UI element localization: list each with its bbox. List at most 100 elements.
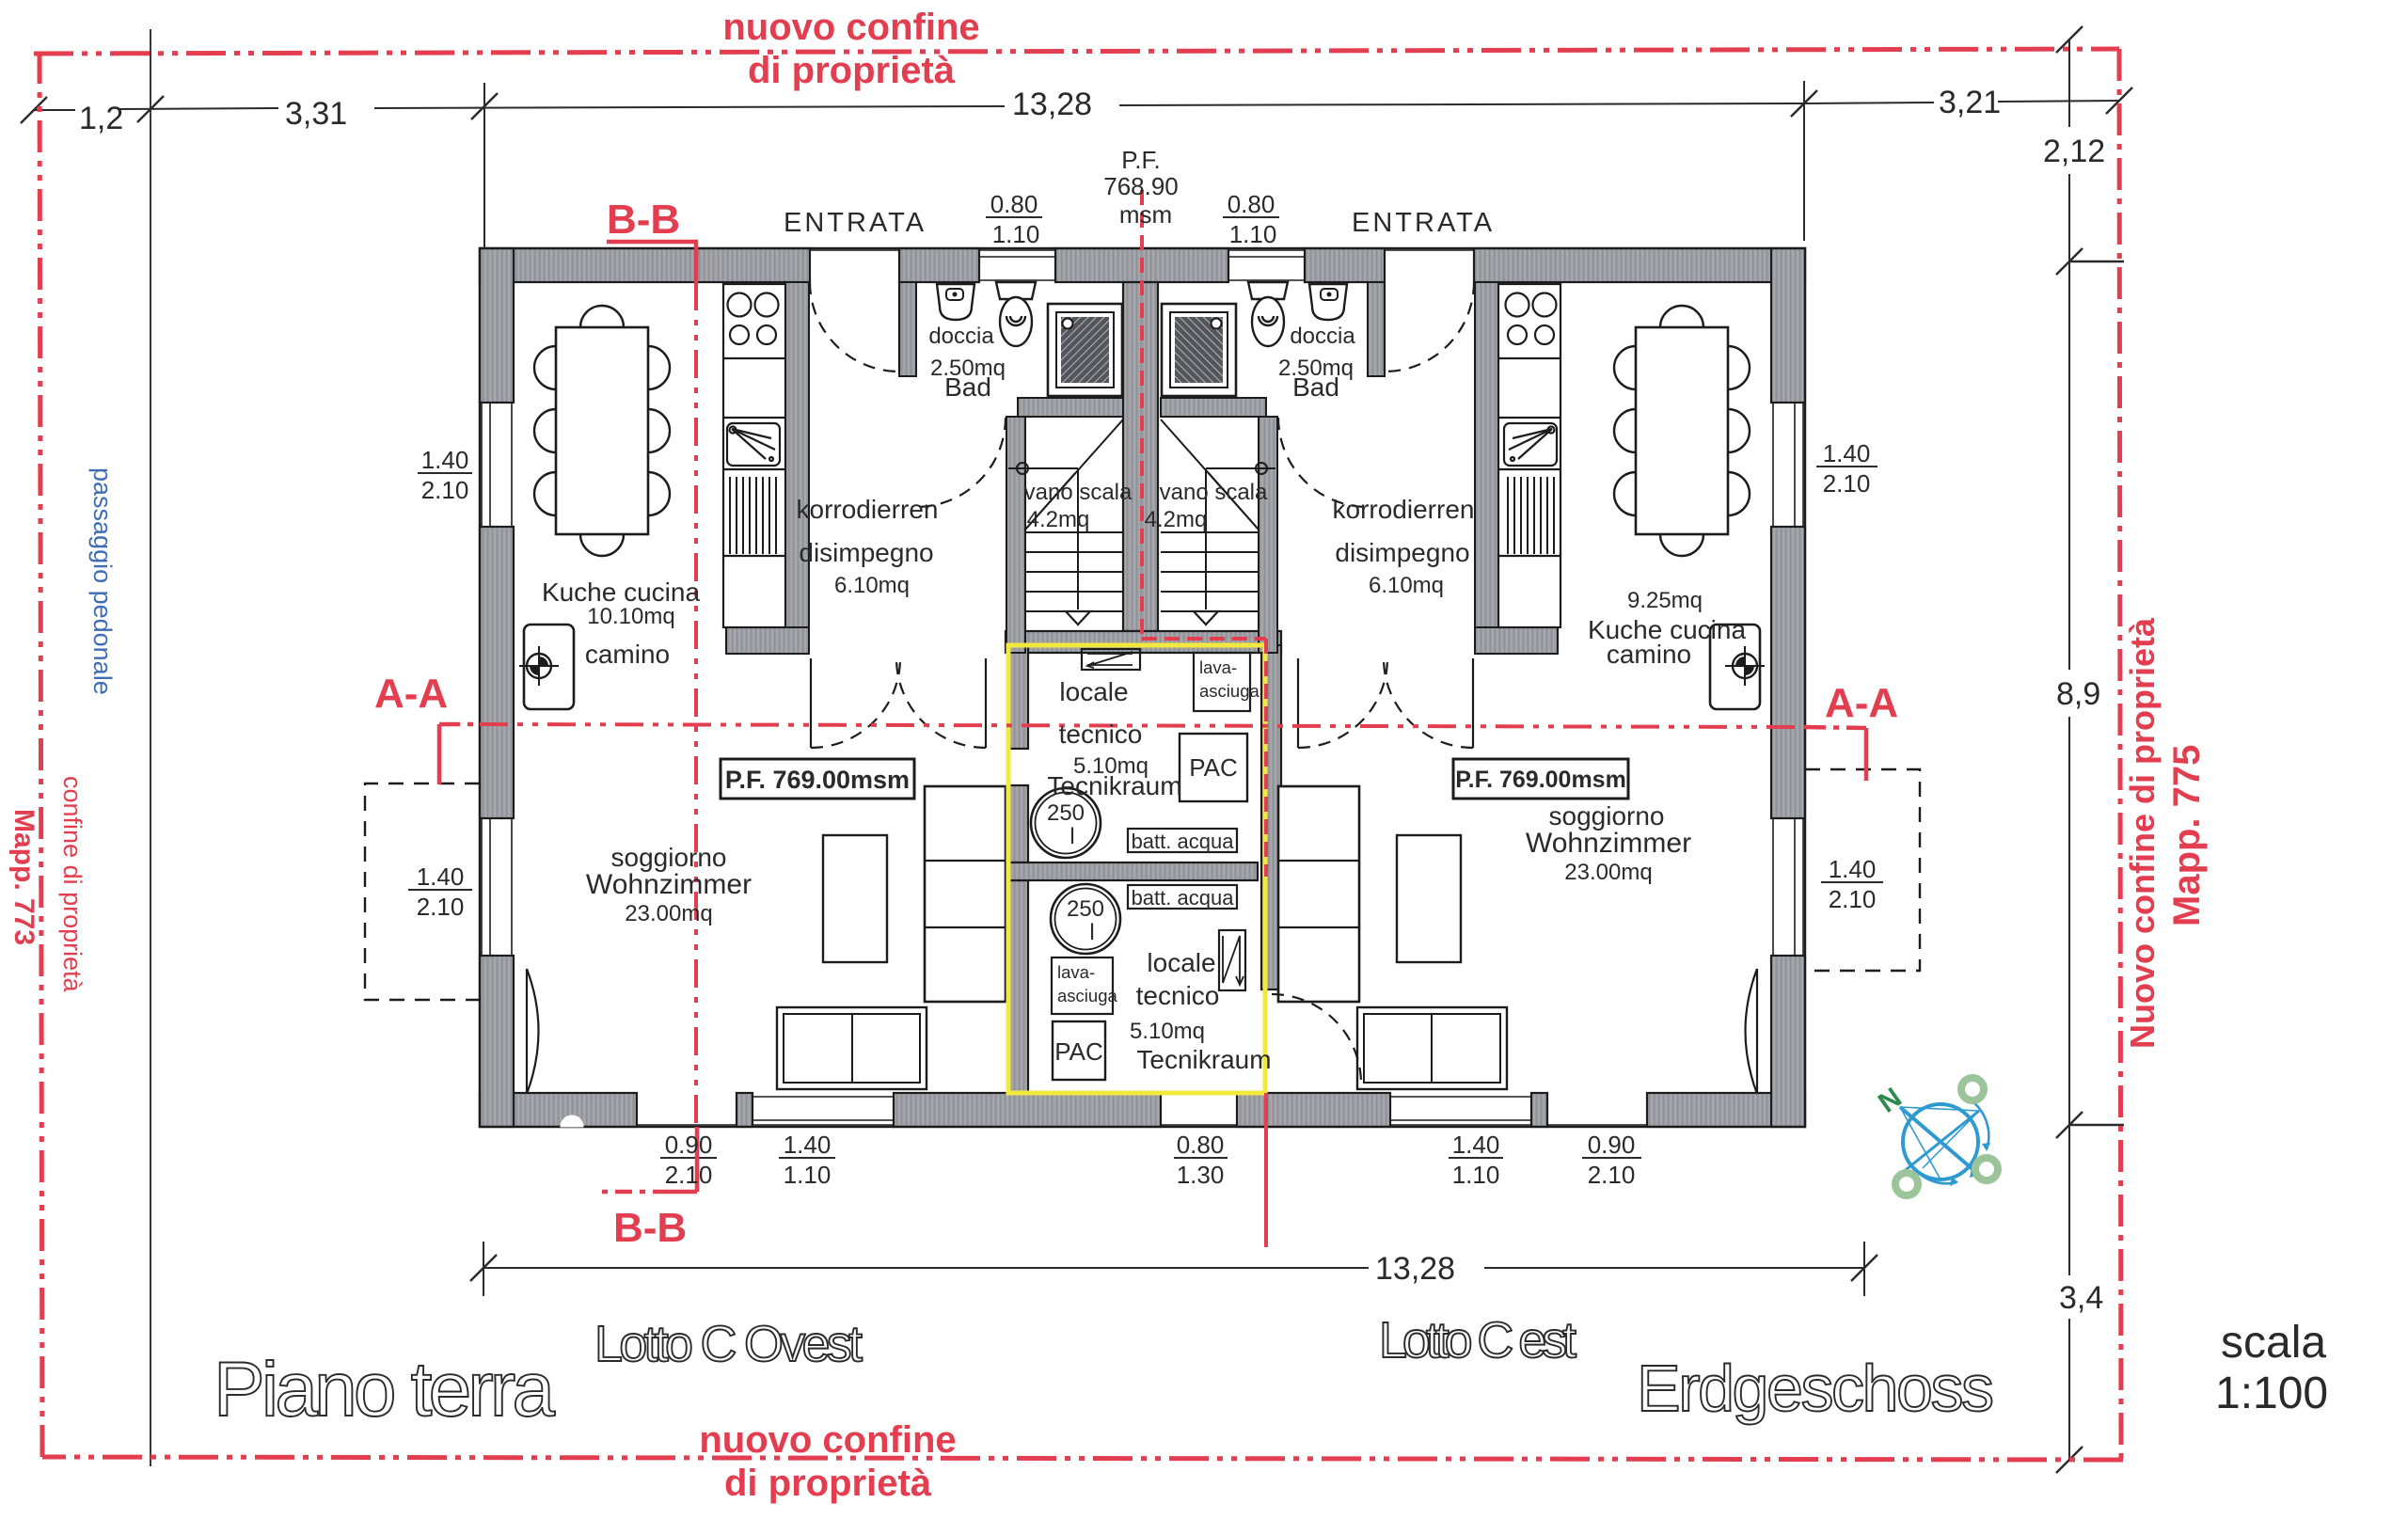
- svg-text:8,9: 8,9: [2056, 676, 2100, 712]
- svg-text:3,4: 3,4: [2059, 1280, 2103, 1316]
- svg-text:1.40: 1.40: [1823, 439, 1871, 467]
- svg-text:1.30: 1.30: [1177, 1161, 1225, 1189]
- svg-text:0.80: 0.80: [1177, 1131, 1225, 1159]
- svg-text:l: l: [1069, 824, 1074, 849]
- svg-text:0.80: 0.80: [1228, 190, 1275, 218]
- svg-text:PAC: PAC: [1189, 753, 1238, 782]
- svg-text:nuovo confine: nuovo confine: [722, 7, 979, 48]
- svg-text:soggiorno: soggiorno: [611, 843, 727, 872]
- svg-text:1.10: 1.10: [784, 1161, 832, 1189]
- svg-text:korrodierren: korrodierren: [797, 495, 939, 524]
- svg-text:3,31: 3,31: [285, 96, 347, 132]
- svg-text:disimpegno: disimpegno: [799, 538, 933, 567]
- svg-text:lava-: lava-: [1199, 657, 1237, 677]
- svg-text:2.10: 2.10: [665, 1161, 713, 1189]
- svg-text:Wohnzimmer: Wohnzimmer: [1526, 828, 1691, 859]
- svg-text:2,12: 2,12: [2043, 134, 2105, 169]
- svg-text:camino: camino: [1607, 640, 1691, 669]
- svg-text:2.10: 2.10: [417, 893, 465, 921]
- svg-text:23.00mq: 23.00mq: [1564, 860, 1652, 885]
- svg-text:1.40: 1.40: [421, 446, 469, 474]
- svg-text:A-A: A-A: [374, 671, 448, 717]
- svg-text:tecnico: tecnico: [1136, 981, 1220, 1010]
- svg-text:Mapp. 775: Mapp. 775: [2166, 745, 2208, 926]
- svg-text:1.10: 1.10: [1452, 1161, 1500, 1189]
- svg-text:768.90: 768.90: [1103, 172, 1179, 200]
- svg-text:tecnico: tecnico: [1059, 720, 1143, 749]
- svg-text:1:100: 1:100: [2215, 1369, 2328, 1418]
- svg-text:scala: scala: [2221, 1318, 2326, 1368]
- svg-text:B-B: B-B: [613, 1205, 687, 1251]
- svg-text:5.10mq: 5.10mq: [1130, 1019, 1205, 1044]
- svg-text:confine di proprietà: confine di proprietà: [58, 776, 87, 993]
- svg-text:23.00mq: 23.00mq: [625, 901, 712, 926]
- svg-text:doccia: doccia: [928, 324, 994, 349]
- svg-text:2.50mq: 2.50mq: [930, 356, 1006, 381]
- svg-text:passaggio pedonale: passaggio pedonale: [88, 467, 117, 695]
- svg-text:msm: msm: [1119, 200, 1172, 229]
- svg-text:asciuga: asciuga: [1199, 681, 1259, 701]
- svg-text:250: 250: [1047, 800, 1085, 826]
- svg-text:batt. acqua: batt. acqua: [1132, 886, 1235, 910]
- svg-text:3,21: 3,21: [1939, 85, 2001, 120]
- svg-text:A-A: A-A: [1825, 680, 1898, 726]
- svg-text:camino: camino: [585, 640, 670, 669]
- svg-text:1,2: 1,2: [79, 101, 123, 136]
- svg-text:P.F.: P.F.: [1121, 146, 1160, 174]
- svg-text:10.10mq: 10.10mq: [587, 604, 674, 629]
- svg-text:Bad: Bad: [1292, 372, 1339, 402]
- svg-text:5.10mq: 5.10mq: [1073, 753, 1149, 779]
- svg-text:1.10: 1.10: [1229, 220, 1277, 248]
- svg-text:1.40: 1.40: [1452, 1131, 1500, 1159]
- svg-text:4.2mq: 4.2mq: [1145, 507, 1208, 532]
- svg-text:locale: locale: [1059, 677, 1128, 706]
- svg-text:2.10: 2.10: [421, 476, 469, 504]
- svg-text:Lotto C Ovest: Lotto C Ovest: [594, 1316, 863, 1372]
- svg-text:asciuga: asciuga: [1057, 986, 1117, 1005]
- svg-text:disimpegno: disimpegno: [1335, 538, 1469, 567]
- svg-text:vano scala: vano scala: [1160, 480, 1268, 505]
- svg-text:0.90: 0.90: [665, 1131, 713, 1159]
- svg-text:ENTRATA: ENTRATA: [784, 208, 927, 238]
- svg-text:13,28: 13,28: [1012, 87, 1092, 122]
- svg-text:250: 250: [1067, 896, 1104, 922]
- svg-text:korrodierren: korrodierren: [1333, 495, 1475, 524]
- svg-text:9.25mq: 9.25mq: [1627, 588, 1703, 613]
- svg-text:Wohnzimmer: Wohnzimmer: [586, 869, 752, 900]
- svg-text:1.40: 1.40: [417, 862, 465, 891]
- svg-text:Nuovo confine di proprietà: Nuovo confine di proprietà: [2123, 617, 2162, 1049]
- svg-text:Mapp. 773: Mapp. 773: [8, 809, 40, 945]
- svg-text:Tecnikraum: Tecnikraum: [1136, 1045, 1271, 1074]
- svg-text:1.40: 1.40: [784, 1131, 832, 1159]
- svg-text:2.10: 2.10: [1588, 1161, 1636, 1189]
- svg-text:locale: locale: [1147, 948, 1215, 977]
- svg-text:2.50mq: 2.50mq: [1278, 356, 1354, 381]
- svg-text:1.10: 1.10: [992, 220, 1040, 248]
- svg-text:batt. acqua: batt. acqua: [1132, 830, 1235, 853]
- svg-text:Piano terra: Piano terra: [214, 1347, 555, 1432]
- svg-text:6.10mq: 6.10mq: [1369, 573, 1444, 598]
- svg-text:P.F. 769.00msm: P.F. 769.00msm: [1455, 767, 1626, 793]
- svg-text:B-B: B-B: [607, 197, 680, 243]
- svg-text:di proprietà: di proprietà: [748, 50, 956, 91]
- svg-text:di proprietà: di proprietà: [724, 1463, 932, 1504]
- svg-text:Kuche cucina: Kuche cucina: [1588, 615, 1747, 644]
- svg-text:2.10: 2.10: [1829, 885, 1877, 913]
- svg-text:2.10: 2.10: [1823, 469, 1871, 498]
- svg-text:0.90: 0.90: [1588, 1131, 1636, 1159]
- svg-text:Bad: Bad: [944, 372, 991, 402]
- svg-text:PAC: PAC: [1054, 1037, 1103, 1066]
- svg-text:0.80: 0.80: [990, 190, 1038, 218]
- svg-text:Lotto C est: Lotto C est: [1379, 1312, 1576, 1369]
- svg-text:Tecnikraum: Tecnikraum: [1047, 771, 1181, 800]
- svg-text:lava-: lava-: [1057, 962, 1095, 982]
- svg-text:nuovo confine: nuovo confine: [699, 1419, 956, 1461]
- svg-text:vano scala: vano scala: [1024, 480, 1133, 505]
- svg-text:13,28: 13,28: [1375, 1251, 1455, 1287]
- svg-text:l: l: [1089, 920, 1094, 945]
- svg-text:P.F. 769.00msm: P.F. 769.00msm: [725, 766, 910, 794]
- svg-text:6.10mq: 6.10mq: [834, 573, 910, 598]
- svg-text:ENTRATA: ENTRATA: [1352, 208, 1495, 238]
- svg-text:Kuche cucina: Kuche cucina: [542, 578, 701, 607]
- svg-text:Erdgeschoss: Erdgeschoss: [1637, 1352, 1994, 1425]
